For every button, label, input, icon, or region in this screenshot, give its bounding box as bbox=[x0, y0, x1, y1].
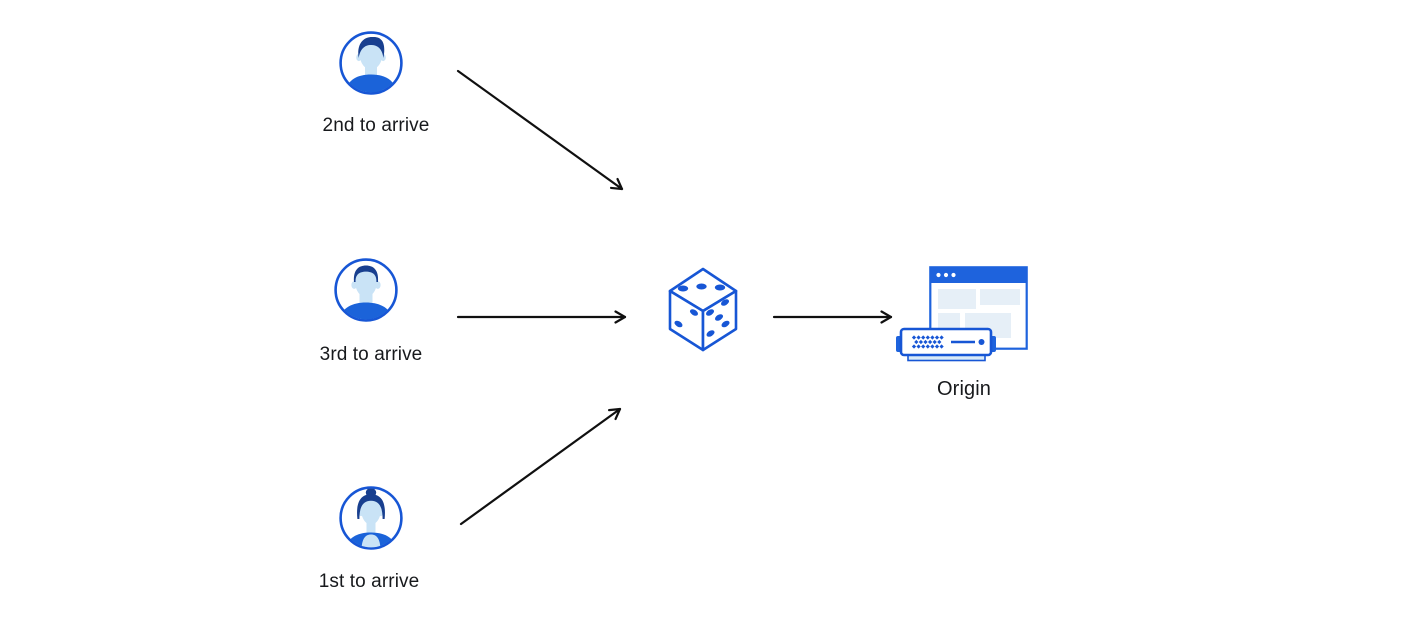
client-third-label: 3rd to arrive bbox=[319, 344, 423, 365]
dice-node bbox=[668, 267, 738, 352]
male-avatar-icon bbox=[334, 258, 398, 322]
client-first-label: 1st to arrive bbox=[318, 571, 420, 592]
male-avatar-icon bbox=[339, 31, 403, 95]
client-second-node bbox=[338, 30, 404, 96]
client-second-label: 2nd to arrive bbox=[322, 115, 430, 136]
dice-icon bbox=[668, 267, 738, 352]
origin-server bbox=[895, 326, 997, 363]
arrow-second-to-dice bbox=[456, 69, 624, 191]
client-first-node bbox=[338, 485, 404, 551]
female-avatar-icon bbox=[339, 486, 403, 550]
origin-label: Origin bbox=[937, 378, 991, 400]
client-third-node bbox=[333, 257, 399, 323]
arrow-first-to-dice bbox=[459, 407, 622, 526]
server-icon bbox=[896, 327, 996, 362]
